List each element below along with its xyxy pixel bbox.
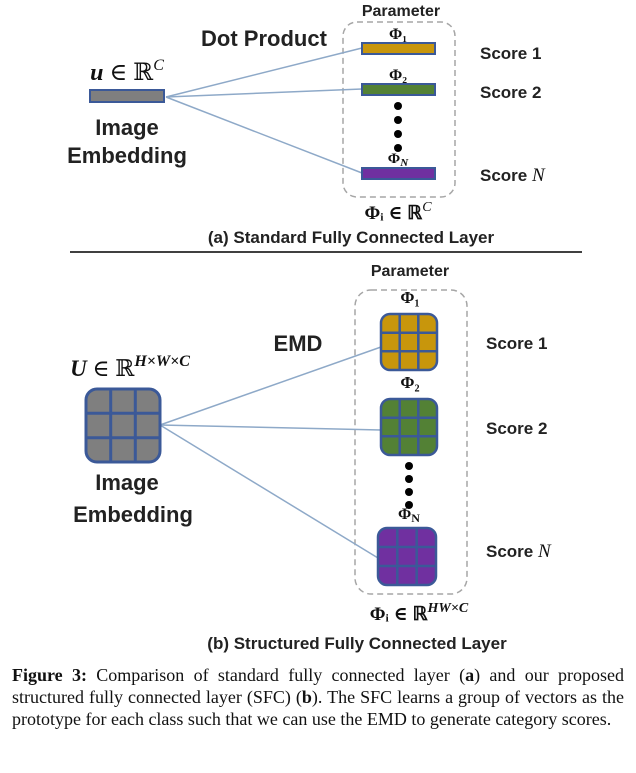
panel-a: Parameter Dot Product u ∈ ℝC Image Embed… <box>67 3 546 247</box>
connector-a-n <box>165 96 363 174</box>
param-set-a: Φᵢ ∈ ℝC <box>364 200 432 224</box>
caption-ref-b: b <box>301 687 312 707</box>
caption-text-3: ). The SFC learns a group of vectors as … <box>12 687 624 729</box>
embedding-grid-bg <box>86 389 160 462</box>
embedding-symbol-b: U ∈ ℝH×W×C <box>70 353 190 381</box>
phi-2-grid-bg <box>381 399 437 455</box>
phi-2-grid-b <box>379 397 439 457</box>
phi-n-vector-a <box>361 167 436 180</box>
score-n-a: Score N <box>480 165 546 186</box>
phi-1-label-b: Φ₁ <box>400 288 419 307</box>
subtitle-a: (a) Standard Fully Connected Layer <box>208 228 495 247</box>
ellipsis-dot-b-1 <box>405 462 413 470</box>
phi-n-grid-b <box>376 526 438 587</box>
phi-1-vector-a <box>361 42 436 55</box>
ellipsis-dot-a-3 <box>394 130 402 138</box>
embedding-label-a-2: Embedding <box>67 143 187 168</box>
phi-1-label-a: Φ₁ <box>389 26 407 43</box>
phi-2-label-b: Φ₂ <box>400 373 419 392</box>
ellipsis-dot-b-3 <box>405 488 413 496</box>
embedding-label-b-2: Embedding <box>73 502 193 527</box>
phi-1-grid-bg <box>381 314 437 370</box>
caption-text-1: Comparison of standard fully connected l… <box>86 665 466 685</box>
embedding-grid-b <box>84 387 162 464</box>
operation-label-a: Dot Product <box>201 26 328 51</box>
parameter-label-b: Parameter <box>371 263 449 280</box>
connector-b-1 <box>159 346 382 426</box>
subtitle-b: (b) Structured Fully Connected Layer <box>207 634 507 653</box>
ellipsis-dot-b-4 <box>405 501 413 509</box>
score-2-a: Score 2 <box>480 83 541 102</box>
score-n-b: Score N <box>486 541 552 562</box>
operation-label-b: EMD <box>274 331 323 356</box>
embedding-symbol-a: u ∈ ℝC <box>90 57 164 86</box>
phi-1-grid-border <box>379 312 439 372</box>
ellipsis-dot-a-1 <box>394 102 402 110</box>
embedding-label-a-1: Image <box>95 115 159 140</box>
embedding-grid-border <box>84 387 162 464</box>
phi-n-grid-border <box>376 526 438 587</box>
parameter-box-a <box>342 21 456 198</box>
connector-b-2 <box>159 424 382 431</box>
figure-caption: Figure 3: Comparison of standard fully c… <box>12 664 624 730</box>
connector-b-n <box>159 424 379 559</box>
ellipsis-dot-a-4 <box>394 144 402 152</box>
phi-n-label-a: ΦN <box>388 151 409 169</box>
embedding-label-b-1: Image <box>95 470 159 495</box>
caption-text-2: ) and our proposed structured fully conn… <box>12 665 625 707</box>
parameter-label-a: Parameter <box>362 3 440 20</box>
phi-n-grid-bg <box>378 528 436 585</box>
param-set-b: Φᵢ ∈ ℝHW×C <box>370 601 469 625</box>
phi-1-grid-b <box>379 312 439 372</box>
ellipsis-dot-b-2 <box>405 475 413 483</box>
connector-a-1 <box>165 47 363 98</box>
score-1-a: Score 1 <box>480 44 541 63</box>
phi-2-label-a: Φ₂ <box>389 67 407 84</box>
parameter-box-b <box>354 289 468 595</box>
score-1-b: Score 1 <box>486 334 547 353</box>
phi-n-label-b: ΦN <box>398 506 420 525</box>
caption-ref-a: a <box>465 665 475 685</box>
ellipsis-dot-a-2 <box>394 116 402 124</box>
connector-a-2 <box>165 88 363 98</box>
embedding-vector-a <box>89 89 165 103</box>
phi-2-vector-a <box>361 83 436 96</box>
phi-2-grid-border <box>379 397 439 457</box>
caption-label: Figure 3: <box>12 665 87 685</box>
score-2-b: Score 2 <box>486 419 547 438</box>
panel-b: Parameter EMD U ∈ ℝH×W×C Image Embedding… <box>70 263 552 653</box>
